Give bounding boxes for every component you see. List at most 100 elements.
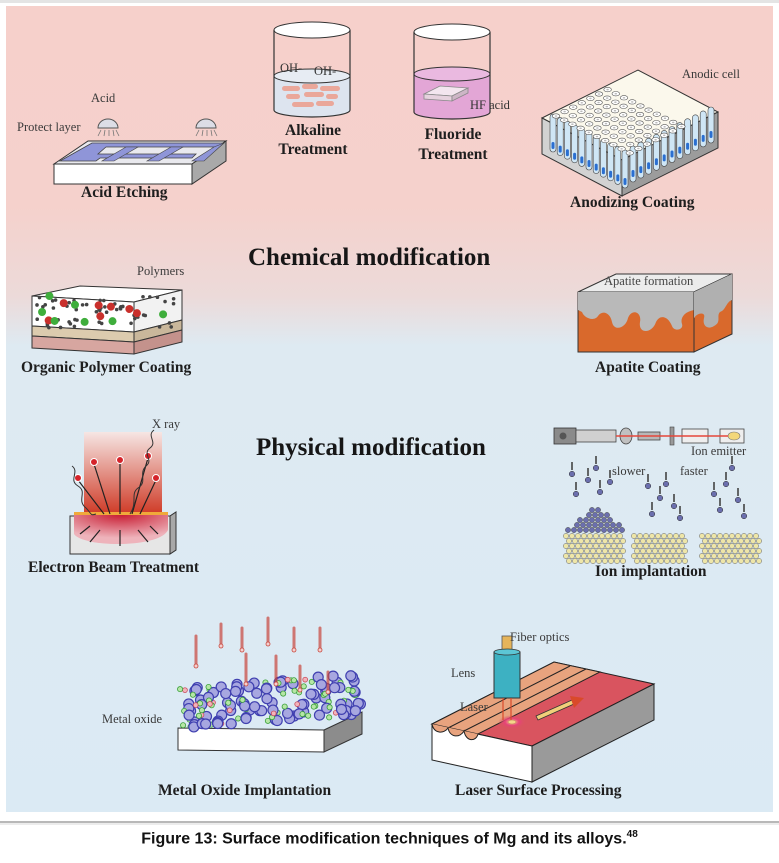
deposited-ion — [589, 507, 595, 513]
lattice-atom — [655, 553, 661, 559]
polymer-particle — [38, 308, 47, 317]
lattice-atom — [658, 538, 664, 544]
lattice-atom — [705, 553, 711, 559]
polymer-molecule — [35, 317, 40, 322]
oxide-particle — [229, 685, 242, 697]
lattice-atom — [614, 538, 620, 544]
pore-opening — [604, 122, 608, 125]
pore-opening — [580, 110, 583, 113]
oxide-particle — [315, 679, 328, 691]
polymer-particle — [132, 309, 141, 318]
polymer-molecule — [103, 305, 107, 309]
pore-opening — [680, 125, 683, 128]
ion — [584, 476, 592, 484]
lattice-atom — [729, 553, 735, 559]
lattice-atom — [658, 548, 664, 554]
implanted-ion — [207, 701, 213, 707]
oxide-particle — [220, 687, 232, 700]
polymer-molecule — [98, 298, 102, 303]
oxide-particle — [305, 688, 317, 700]
oxide-particle — [349, 705, 361, 717]
oxide-particle — [281, 707, 294, 719]
pore-opening — [637, 139, 641, 141]
polymer-particle — [50, 316, 59, 325]
polymer-molecule — [129, 321, 133, 326]
lattice-atom — [590, 558, 596, 564]
lattice-atom — [605, 533, 611, 539]
lattice-atom — [581, 553, 587, 559]
pore-opening — [671, 130, 675, 132]
lattice-atom — [602, 538, 608, 544]
lattice-atom — [572, 538, 578, 544]
deposited-ion — [604, 522, 610, 528]
polymer-molecule — [167, 321, 172, 325]
ion — [606, 478, 614, 486]
lattice-atom — [631, 553, 637, 559]
implanted-ion — [270, 710, 277, 717]
polymer-molecule — [163, 299, 167, 304]
pore-opening — [579, 119, 583, 121]
oxide-particle-small — [177, 686, 184, 693]
ion — [644, 482, 652, 490]
ion — [670, 502, 678, 510]
lattice-atom — [705, 533, 711, 539]
lattice-atom — [741, 543, 747, 549]
deposited-ion — [595, 517, 601, 523]
pore-opening — [629, 135, 632, 137]
lattice-atom — [699, 533, 705, 539]
polymer-particle — [159, 310, 168, 319]
polymer-molecule — [58, 325, 63, 330]
lattice-atom — [747, 533, 753, 539]
polymer-molecule — [141, 294, 145, 299]
implanted-ion — [182, 687, 188, 693]
pore-opening — [621, 122, 625, 125]
lattice-atom — [646, 558, 652, 564]
polymer-molecule — [67, 320, 71, 324]
label-faster: faster — [680, 464, 708, 478]
oxide-particle — [200, 718, 212, 730]
pore-opening — [605, 114, 608, 116]
lattice-atom — [732, 558, 738, 564]
pore-fill — [601, 167, 605, 175]
acid-nozzle-icon — [195, 118, 218, 137]
ion-beam-tip — [193, 663, 199, 669]
figure-caption: Figure 13: Surface modification techniqu… — [0, 829, 779, 848]
lattice-atom — [708, 538, 714, 544]
caption-divider — [0, 821, 779, 823]
pore-fill — [573, 152, 577, 160]
pore-opening — [613, 118, 616, 120]
oxide-particle-small — [225, 699, 232, 706]
lattice-atom — [747, 543, 753, 549]
lattice-atom — [753, 553, 759, 559]
oxide-particle-small — [345, 686, 352, 693]
pore-fill — [701, 134, 705, 142]
pore-opening — [663, 117, 667, 120]
oxide-particle-small — [310, 703, 317, 710]
pore-fill — [558, 145, 562, 153]
label-acid: Acid — [91, 91, 116, 105]
lattice-atom — [649, 543, 655, 549]
lattice-atom — [750, 548, 756, 554]
ion-beam-tip — [273, 681, 279, 687]
deposited-ion — [604, 512, 610, 518]
oxide-particle-small — [326, 704, 333, 711]
pore-fill — [647, 162, 651, 170]
deposited-ion — [583, 527, 589, 533]
deposited-ion — [607, 517, 613, 523]
lattice-atom — [667, 543, 673, 549]
lattice-atom — [744, 548, 750, 554]
pore-opening — [588, 106, 592, 108]
lattice-atom — [608, 538, 614, 544]
lattice-atom — [608, 558, 614, 564]
lattice-atom — [587, 543, 593, 549]
oxide-particle-small — [195, 712, 202, 719]
lattice-atom — [717, 543, 723, 549]
lattice-atom — [602, 548, 608, 554]
lattice-atom — [676, 558, 682, 564]
label-polymers: Polymers — [137, 264, 185, 278]
lattice-atom — [643, 543, 649, 549]
pore-opening — [563, 110, 566, 113]
lattice-atom — [640, 558, 646, 564]
lattice-atom — [661, 533, 667, 539]
lattice-atom — [723, 533, 729, 539]
